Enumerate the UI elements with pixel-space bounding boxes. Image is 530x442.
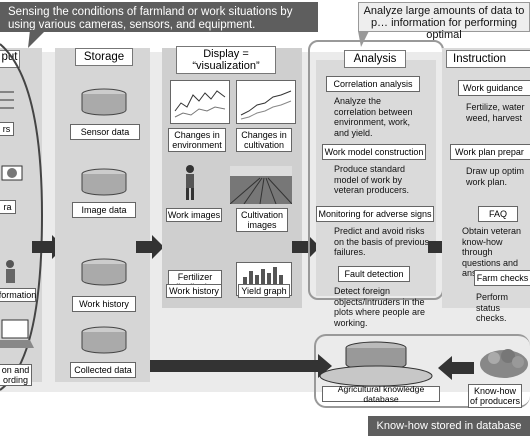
input-ellipse <box>0 43 44 391</box>
analysis-monitoring-title: Monitoring for adverse signs <box>316 206 434 222</box>
analysis-model-title: Work model construction <box>322 144 426 160</box>
laptop-icon <box>0 319 34 348</box>
storage-work-history: Work history <box>72 296 136 312</box>
instruction-faq-desc: Obtain veteran know-how through question… <box>462 226 522 278</box>
analyze-callout-text: Analyze large amounts of data to p… info… <box>363 5 525 41</box>
produce-icon <box>480 349 528 378</box>
display-changes-env: Changes in environment <box>168 128 226 152</box>
input-information: formation <box>0 288 37 302</box>
arrow-storage-display <box>136 235 164 259</box>
analysis-monitoring-desc: Predict and avoid risks on the basis of … <box>334 226 430 257</box>
analysis-correlation-title: Correlation analysis <box>326 76 420 92</box>
instruction-checks-title: Farm checks <box>474 270 530 286</box>
display-work-history: Work history <box>166 284 222 298</box>
db-label: Agricultural knowledge database <box>322 384 440 404</box>
arrow-collected-to-db <box>150 354 332 378</box>
arrow-display-analysis <box>292 235 320 259</box>
field-photo <box>230 166 292 204</box>
storage-collected-data: Collected data <box>70 362 136 378</box>
sensor-data-cylinder <box>81 88 127 116</box>
collected-data-cylinder <box>81 326 127 354</box>
env-chart-thumb <box>170 80 230 124</box>
analyze-callout: Analyze large amounts of data to p… info… <box>358 2 530 41</box>
instruction-plan-desc: Draw up optim work plan. <box>466 166 525 187</box>
stored-banner: Know-how stored in database <box>368 416 530 436</box>
storage-image-data: Image data <box>72 202 136 218</box>
worker-figure-icon <box>186 165 194 200</box>
analysis-correlation-desc: Analyze the correlation between environm… <box>334 96 413 138</box>
knowhow-label: Know-how of producers <box>468 384 522 408</box>
analysis-column <box>316 60 436 296</box>
analyze-pointer <box>358 31 369 47</box>
input-recording: on and ording <box>0 364 32 386</box>
input-recording-label: on and ording <box>1 365 30 385</box>
database-cylinder <box>319 341 433 387</box>
arrow-knowhow-to-db <box>438 356 474 380</box>
display-title-text: Display = “visualization” <box>192 48 260 72</box>
instruction-plan-title: Work plan prepar <box>450 144 530 160</box>
analysis-fault-desc: Detect foreign objects/intruders in the … <box>334 286 426 328</box>
instruction-column-title: Instruction <box>446 50 530 68</box>
image-data-cylinder <box>81 168 127 196</box>
input-sensors: rs <box>0 122 14 136</box>
display-column-title: Display = “visualization” <box>176 46 276 74</box>
instruction-guidance-desc: Fertilize, water weed, harvest <box>466 102 525 123</box>
instruction-checks-desc: Perform status checks. <box>476 292 509 323</box>
analysis-column-title: Analysis <box>344 50 406 68</box>
instruction-faq-title: FAQ <box>478 206 518 222</box>
sensing-callout-text: Sensing the conditions of farmland or wo… <box>8 6 293 31</box>
callout-pointer <box>28 30 46 48</box>
cult-chart-thumb <box>236 80 296 124</box>
camera-icon <box>1 165 23 181</box>
instruction-guidance-title: Work guidance <box>458 80 530 96</box>
analysis-model-desc: Produce standard model of work by vetera… <box>334 164 410 195</box>
sensor-lines-icon <box>0 91 14 109</box>
display-changes-cult: Changes in cultivation <box>236 128 292 152</box>
sensing-callout: Sensing the conditions of farmland or wo… <box>0 2 318 32</box>
worker-icon <box>6 260 15 283</box>
storage-column-title: Storage <box>75 48 133 66</box>
display-yield-graph: Yield graph <box>238 284 290 298</box>
display-cult-images: Cultivation images <box>236 208 288 232</box>
analysis-fault-title: Fault detection <box>338 266 410 282</box>
work-history-cylinder <box>81 258 127 286</box>
input-camera: ra <box>0 200 16 214</box>
stored-banner-text: Know-how stored in database <box>376 420 522 432</box>
display-work-images: Work images <box>166 208 222 222</box>
storage-sensor-data: Sensor data <box>70 124 140 140</box>
